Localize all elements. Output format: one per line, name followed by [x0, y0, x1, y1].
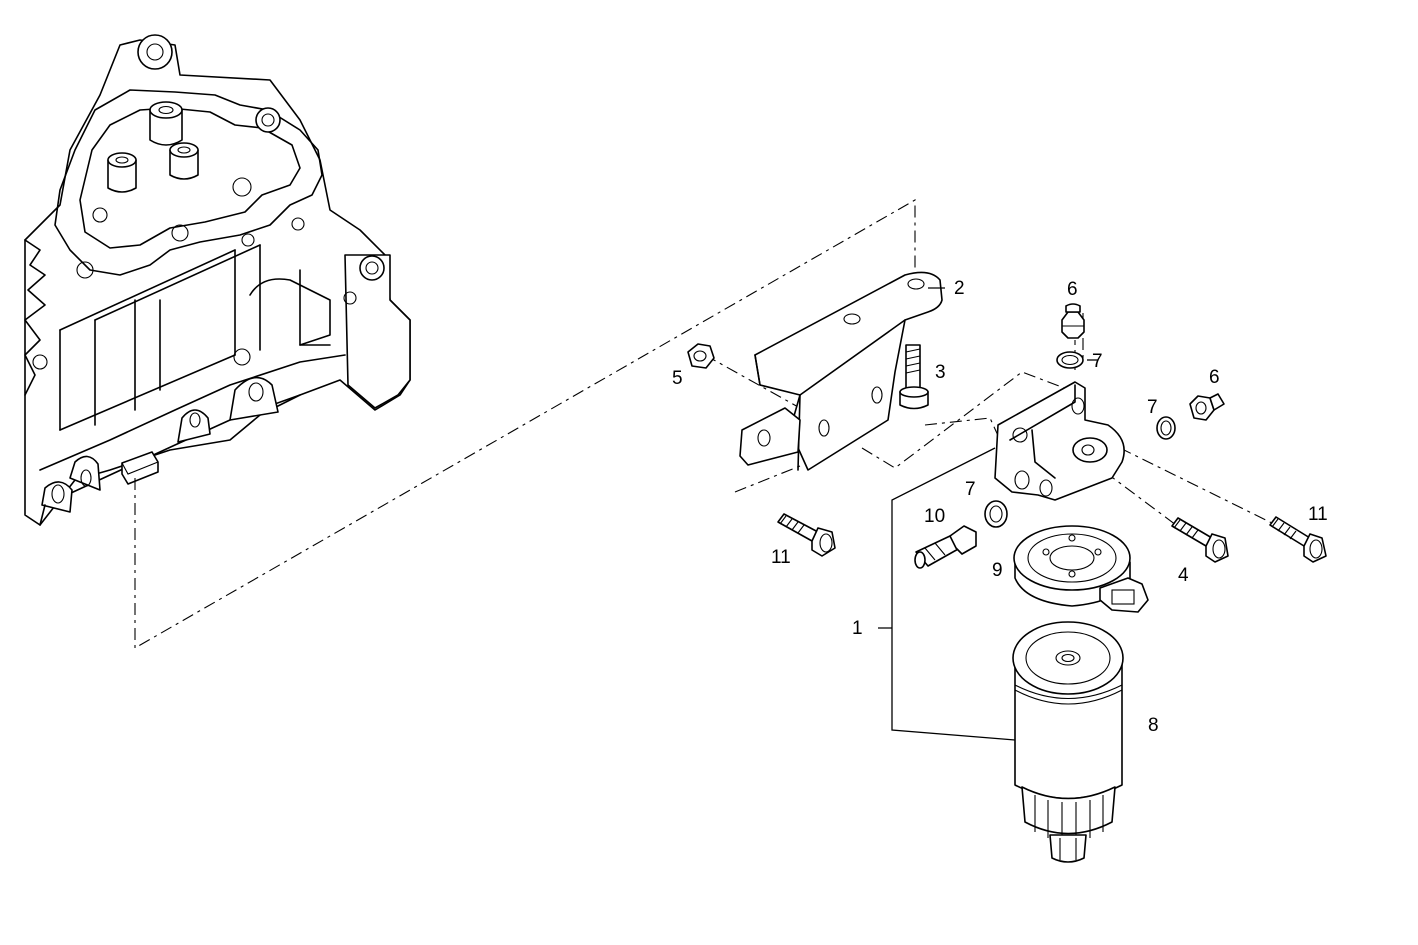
seal-ring-right: [1156, 416, 1176, 440]
callout-6-right: 6: [1209, 367, 1220, 388]
callout-9: 9: [992, 560, 1003, 581]
assembly-1-bracket: [878, 447, 1016, 741]
callout-1: 1: [852, 618, 863, 639]
callout-11-left: 11: [771, 547, 791, 568]
callout-2: 2: [954, 278, 965, 299]
callout-4: 4: [1178, 565, 1189, 586]
bolt-left: [777, 513, 836, 557]
filter-head: [1013, 525, 1149, 613]
housing-boss: [169, 142, 199, 180]
leader-lines: [928, 287, 1098, 361]
bolt-vertical: [899, 344, 929, 410]
seal-ring-lower: [984, 500, 1008, 528]
bolt-right: [1269, 516, 1327, 563]
callout-6-top: 6: [1067, 279, 1078, 300]
filter-cartridge: [1012, 621, 1124, 863]
mounting-bracket: [739, 271, 943, 471]
callout-7-lower: 7: [965, 479, 976, 500]
callout-7-top: 7: [1092, 351, 1103, 372]
callout-3: 3: [935, 362, 946, 383]
seal-ring-top: [1056, 351, 1084, 369]
fitting-right: [1189, 393, 1225, 421]
sensor: [914, 525, 977, 569]
housing-boss: [107, 152, 137, 193]
transmission-housing: [24, 34, 411, 526]
callout-5: 5: [672, 368, 683, 389]
callout-11-right: 11: [1308, 504, 1328, 525]
bolt-middle: [1171, 517, 1229, 563]
callout-8: 8: [1148, 715, 1159, 736]
housing-boss: [149, 101, 183, 146]
fitting-top: [1061, 303, 1085, 339]
filter-head-housing: [994, 381, 1125, 501]
callouts: 1 2 3 4 5 6 6 7 7 7 8 9 10 11 11: [672, 278, 1328, 736]
nut: [687, 343, 715, 369]
callout-10: 10: [924, 506, 945, 527]
callout-7-right: 7: [1147, 397, 1158, 418]
